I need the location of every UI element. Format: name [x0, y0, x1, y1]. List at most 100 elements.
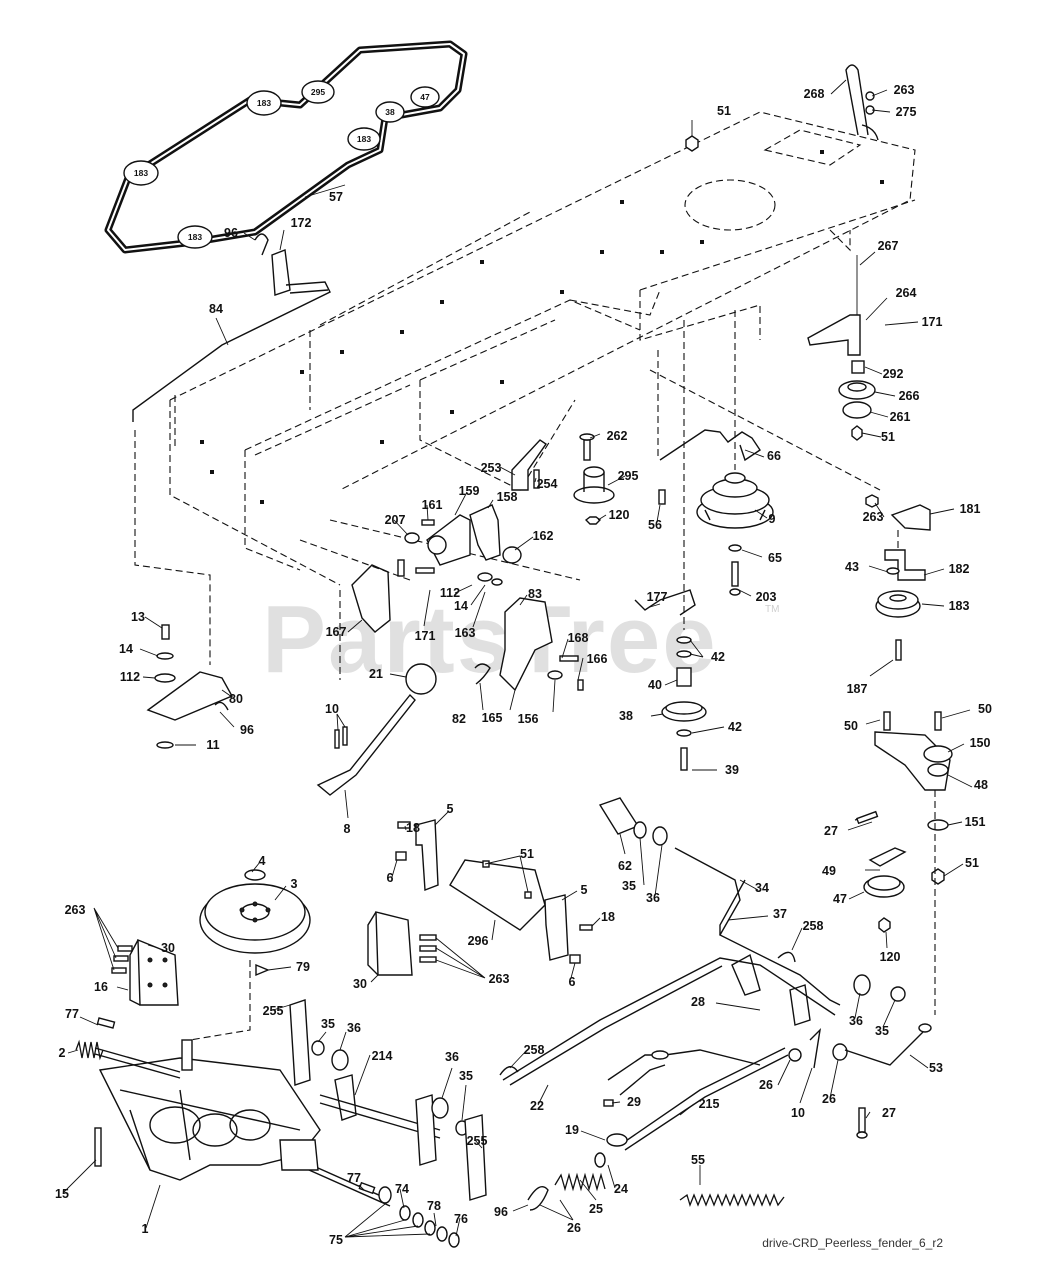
callout-19: 19 [565, 1123, 579, 1137]
callout-167: 167 [326, 625, 347, 639]
callout-74: 74 [395, 1182, 409, 1196]
callout-26: 26 [822, 1092, 836, 1106]
callout-266: 266 [899, 389, 920, 403]
callout-263: 263 [489, 972, 510, 986]
callout-267: 267 [878, 239, 899, 253]
belt-pulley-47: 47 [410, 86, 440, 108]
callout-43: 43 [845, 560, 859, 574]
callout-9: 9 [769, 512, 776, 526]
callout-275: 275 [896, 105, 917, 119]
callout-27: 27 [824, 824, 838, 838]
callout-27: 27 [882, 1106, 896, 1120]
callout-295: 295 [618, 469, 639, 483]
callout-171: 171 [922, 315, 943, 329]
callout-26: 26 [567, 1221, 581, 1235]
callout-262: 262 [607, 429, 628, 443]
callout-120: 120 [609, 508, 630, 522]
belt-pulley-183-a: 183 [246, 90, 282, 116]
callout-203: 203 [756, 590, 777, 604]
callout-18: 18 [601, 910, 615, 924]
callout-264: 264 [896, 286, 917, 300]
callout-51: 51 [881, 430, 895, 444]
callout-labels: 57 51 268 263 275 172 96 84 267 264 171 … [55, 83, 992, 1247]
callout-161: 161 [422, 498, 443, 512]
callout-47: 47 [833, 892, 847, 906]
callout-10: 10 [791, 1106, 805, 1120]
callout-159: 159 [459, 484, 480, 498]
belt-pulley-183-b: 183 [347, 127, 381, 151]
callout-36: 36 [445, 1050, 459, 1064]
callout-56: 56 [648, 518, 662, 532]
callout-254: 254 [537, 477, 558, 491]
callout-3: 3 [291, 877, 298, 891]
callout-51: 51 [965, 856, 979, 870]
callout-253: 253 [481, 461, 502, 475]
drive-belt-57 [104, 40, 468, 254]
callout-165: 165 [482, 711, 503, 725]
callout-10: 10 [325, 702, 339, 716]
belt-pulley-38: 38 [375, 101, 405, 123]
callout-255: 255 [263, 1004, 284, 1018]
callout-84: 84 [209, 302, 223, 316]
callout-50: 50 [978, 702, 992, 716]
callout-4: 4 [259, 854, 266, 868]
callout-78: 78 [427, 1199, 441, 1213]
callout-36: 36 [849, 1014, 863, 1028]
callout-16: 16 [94, 980, 108, 994]
callout-21: 21 [369, 667, 383, 681]
svg-text:183: 183 [357, 134, 371, 144]
callout-263: 263 [65, 903, 86, 917]
callout-5: 5 [581, 883, 588, 897]
callout-51: 51 [520, 847, 534, 861]
callout-255: 255 [467, 1134, 488, 1148]
callout-77: 77 [347, 1171, 361, 1185]
belt-pulley-295: 295 [301, 80, 335, 104]
svg-text:295: 295 [311, 87, 325, 97]
parts-drawing [75, 64, 953, 1248]
callout-36: 36 [347, 1021, 361, 1035]
belt-pulley-183-d: 183 [177, 225, 213, 249]
callout-215: 215 [699, 1097, 720, 1111]
callout-75: 75 [329, 1233, 343, 1247]
callout-82: 82 [452, 712, 466, 726]
callout-96: 96 [224, 226, 238, 240]
callout-13: 13 [131, 610, 145, 624]
callout-48: 48 [974, 778, 988, 792]
watermark-text: PartsTree [262, 586, 718, 693]
callout-15: 15 [55, 1187, 69, 1201]
callout-37: 37 [773, 907, 787, 921]
svg-text:38: 38 [385, 107, 395, 117]
callout-35: 35 [459, 1069, 473, 1083]
callout-53: 53 [929, 1061, 943, 1075]
callout-181: 181 [960, 502, 981, 516]
callout-8: 8 [344, 822, 351, 836]
callout-36: 36 [646, 891, 660, 905]
callout-6: 6 [387, 871, 394, 885]
callout-214: 214 [372, 1049, 393, 1063]
callout-62: 62 [618, 859, 632, 873]
callout-112: 112 [120, 670, 140, 684]
callout-168: 168 [568, 631, 589, 645]
callout-172: 172 [291, 216, 312, 230]
callout-11: 11 [206, 738, 219, 752]
callout-163: 163 [455, 626, 476, 640]
callout-120: 120 [880, 950, 901, 964]
callout-35: 35 [875, 1024, 889, 1038]
callout-24: 24 [614, 1182, 628, 1196]
callout-76: 76 [454, 1212, 468, 1226]
callout-150: 150 [970, 736, 991, 750]
callout-42: 42 [711, 650, 725, 664]
callout-35: 35 [321, 1017, 335, 1031]
callout-263: 263 [894, 83, 915, 97]
callout-38: 38 [619, 709, 633, 723]
callout-14: 14 [454, 599, 468, 613]
callout-66: 66 [767, 449, 781, 463]
callout-34: 34 [755, 881, 769, 895]
callout-187: 187 [847, 682, 868, 696]
tractor-frame [169, 111, 916, 586]
callout-83: 83 [528, 587, 542, 601]
callout-151: 151 [965, 815, 986, 829]
callout-30: 30 [353, 977, 367, 991]
callout-50: 50 [844, 719, 858, 733]
